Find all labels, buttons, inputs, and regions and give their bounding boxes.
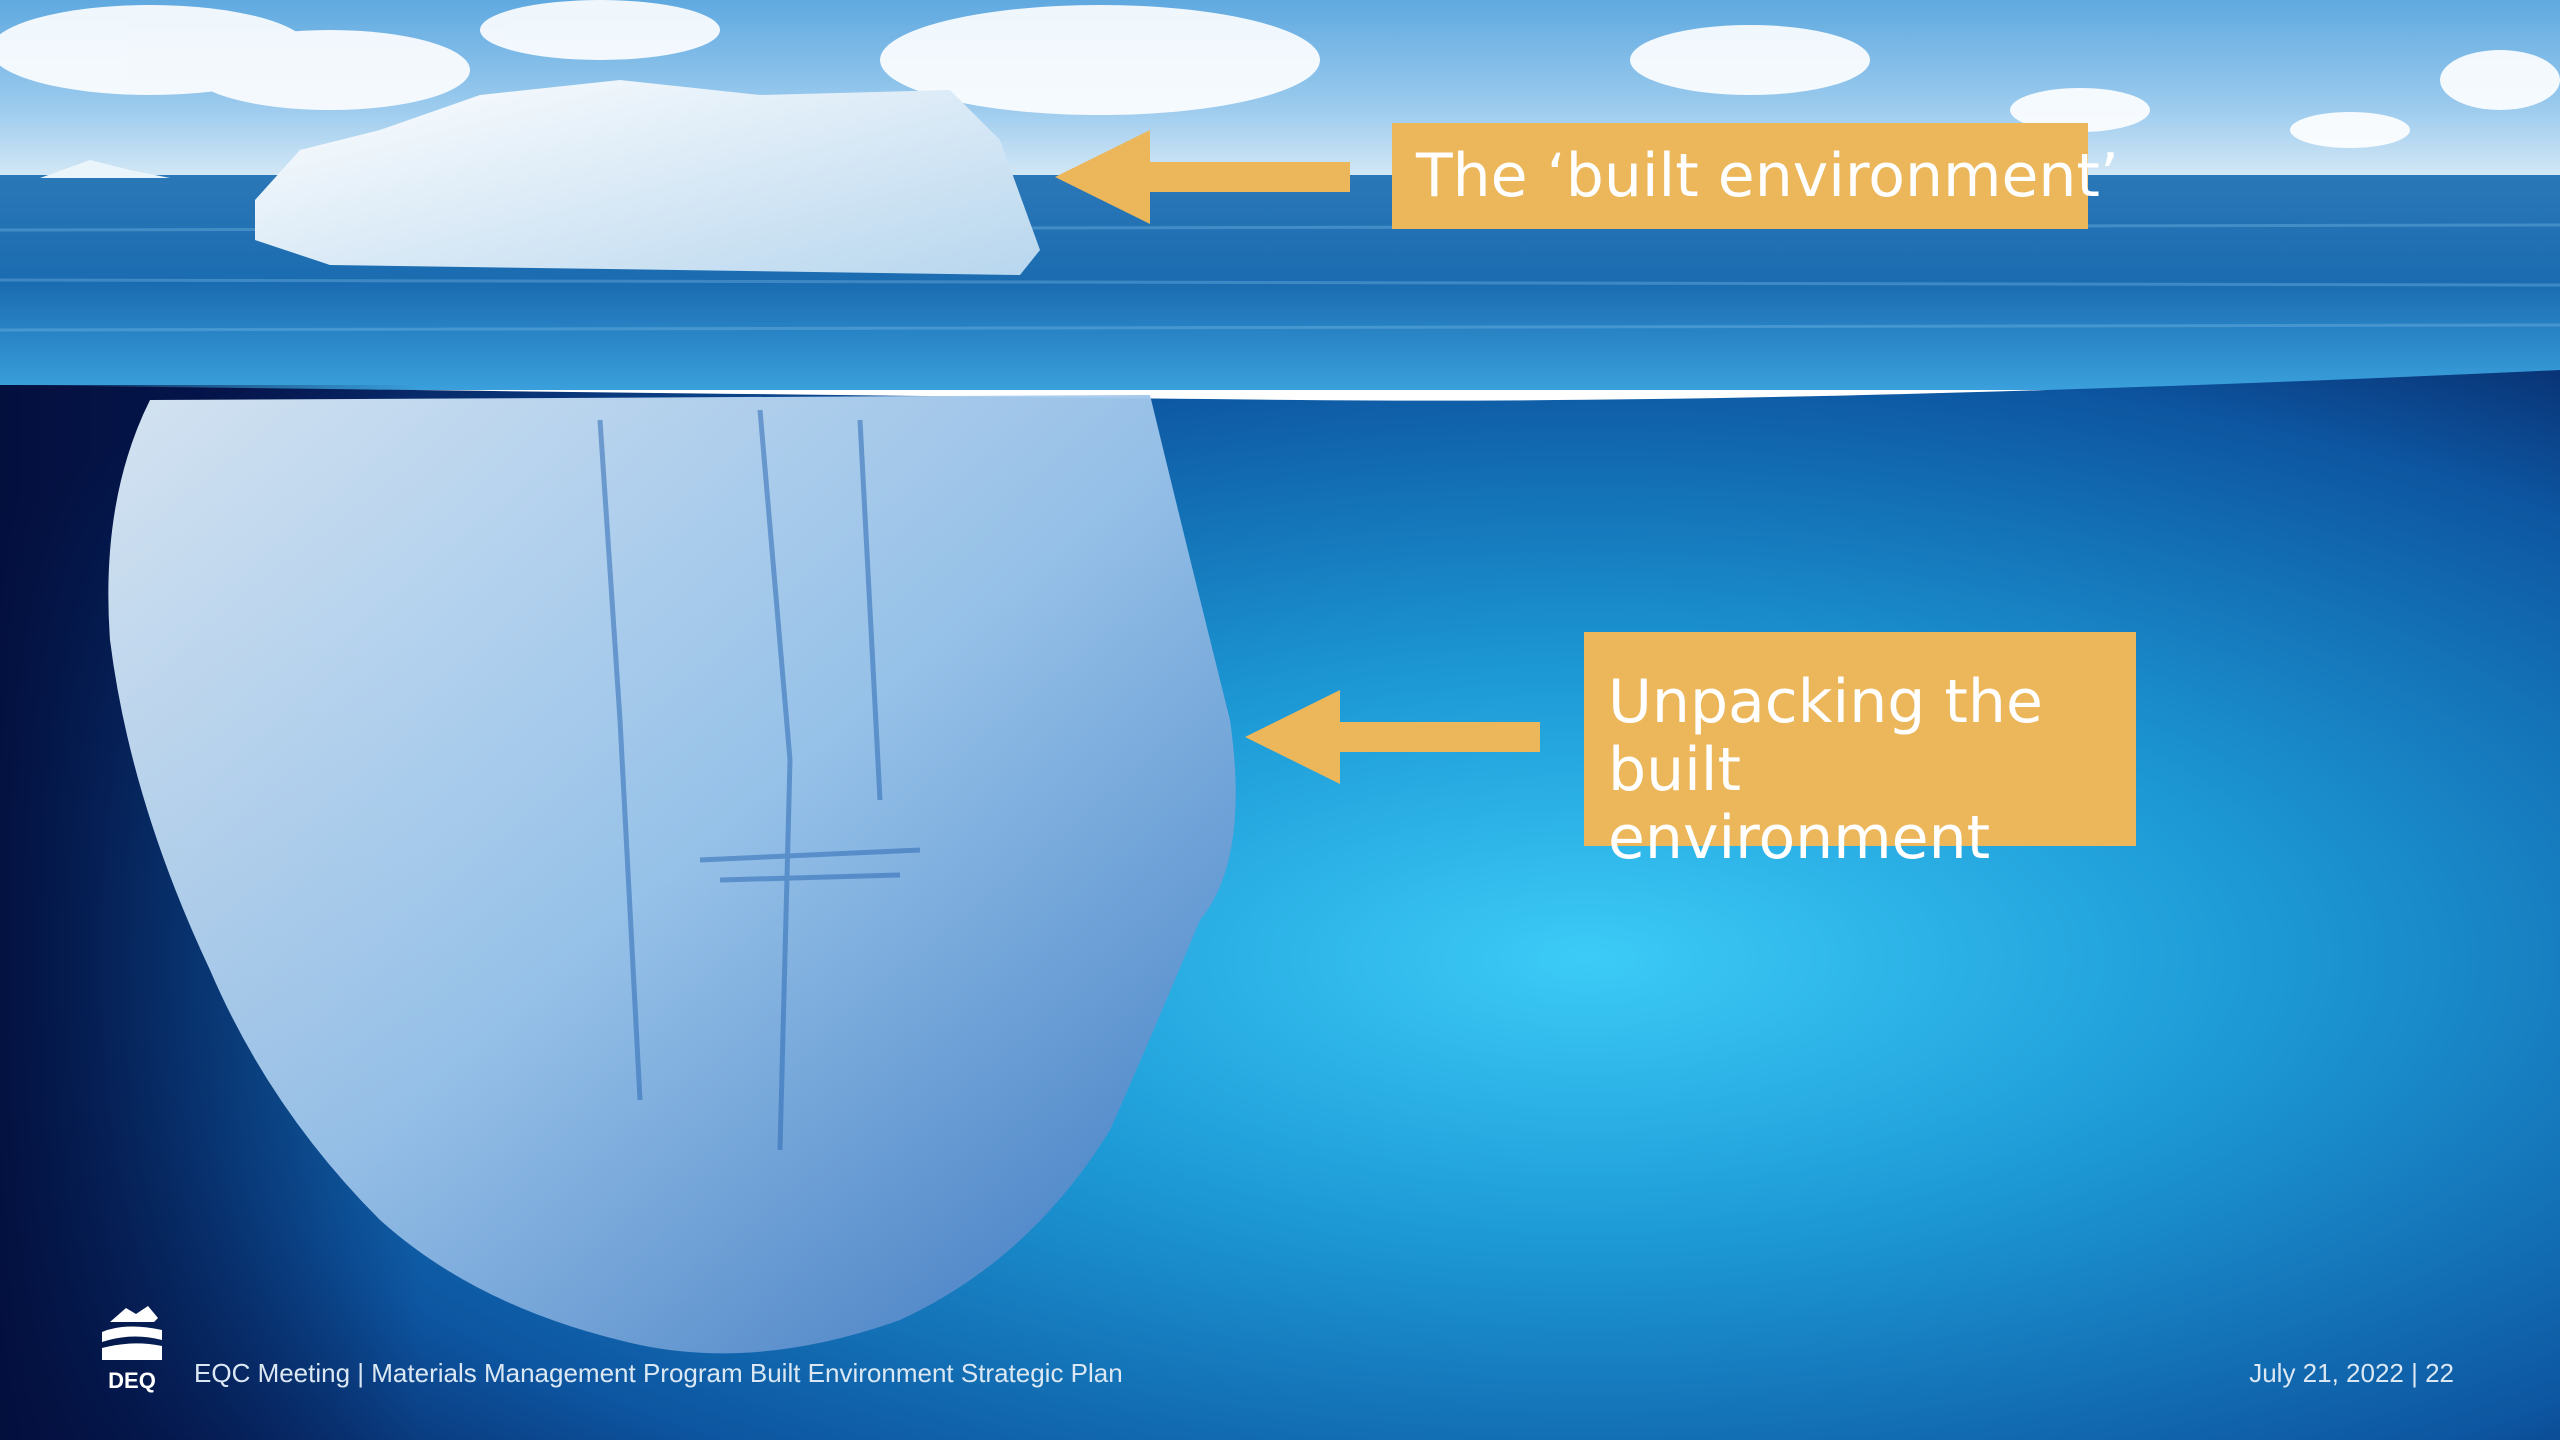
callout-unpacking-built-environment: Unpacking the built environment	[1584, 632, 2136, 872]
left-arrow-icon	[1245, 690, 1540, 784]
left-arrow-icon	[1055, 130, 1350, 224]
callout-built-environment: The ‘built environment’	[1392, 123, 2119, 229]
deq-logo-text: DEQ	[108, 1368, 156, 1393]
callout-built-environment-label: The ‘built environment’	[1416, 141, 2119, 211]
footer-meeting-title: EQC Meeting | Materials Management Progr…	[194, 1358, 1123, 1388]
deq-logo: DEQ	[96, 1302, 168, 1394]
footer-date-page-number: July 21, 2022 | 22	[2249, 1358, 2454, 1388]
callout-unpacking-label: Unpacking the built environment	[1608, 667, 2043, 873]
deq-logo-icon	[102, 1306, 162, 1360]
